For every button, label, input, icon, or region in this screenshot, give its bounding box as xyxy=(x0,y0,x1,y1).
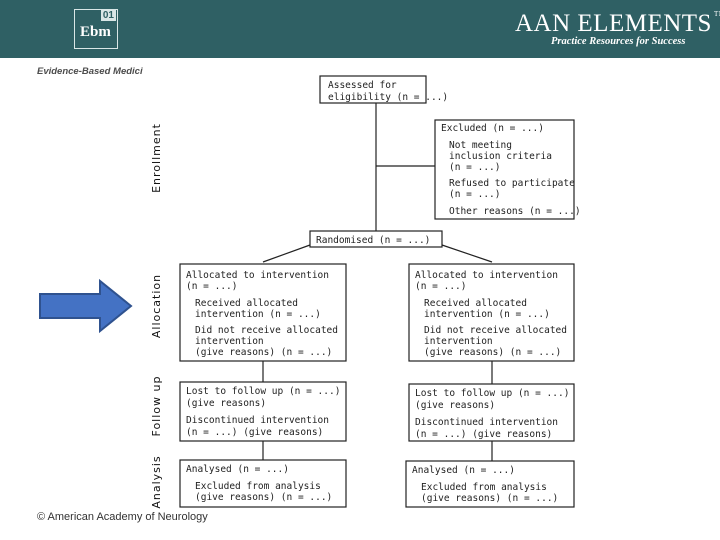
alloc-right-line: Received allocated xyxy=(424,298,527,309)
followup-right-box xyxy=(408,383,575,442)
aan-tagline: Practice Resources for Success xyxy=(551,36,686,47)
alloc-left-line: Did not receive allocated xyxy=(195,325,338,336)
aan-trademark: TM xyxy=(713,10,720,18)
assessed-line: Assessed for xyxy=(328,80,397,91)
ebm-logo: 01 Ebm xyxy=(74,9,118,49)
alloc-left-line: (give reasons) (n = ...) xyxy=(195,347,332,358)
follow-right-line: (n = ...) (give reasons) xyxy=(415,429,552,440)
analysis-right-line: (give reasons) (n = ...) xyxy=(421,493,558,504)
right-arrow-icon xyxy=(39,278,133,334)
alloc-right-line: Allocated to intervention xyxy=(415,270,558,281)
assessed-line: eligibility (n = ...) xyxy=(328,92,448,103)
stage-label-allocation: Allocation xyxy=(150,274,163,338)
analysis-left-line: (give reasons) (n = ...) xyxy=(195,492,332,503)
allocated-left-box xyxy=(179,263,347,362)
excluded-line: Refused to participate xyxy=(449,178,575,189)
aan-title-text: AAN ELEMENTS xyxy=(515,10,712,37)
analysis-left-box xyxy=(179,459,347,508)
connectors xyxy=(262,103,493,461)
excluded-line: (n = ...) xyxy=(449,189,500,200)
randomised-box xyxy=(309,230,443,248)
follow-right-line: Discontinued intervention xyxy=(415,417,558,428)
follow-left-line: (give reasons) xyxy=(186,398,266,409)
analysis-right-line: Excluded from analysis xyxy=(421,482,547,493)
excluded-line: (n = ...) xyxy=(449,162,500,173)
followup-left-box xyxy=(179,381,347,442)
analysis-right-box xyxy=(405,460,575,508)
connector-randomised-right xyxy=(441,244,493,263)
alloc-left-line: Received allocated xyxy=(195,298,298,309)
follow-left-line: Lost to follow up (n = ...) xyxy=(186,386,340,397)
follow-right-line: (give reasons) xyxy=(415,400,495,411)
connector-randomised-left xyxy=(262,244,311,263)
excluded-line: Other reasons (n = ...) xyxy=(449,206,581,217)
excluded-line: inclusion criteria xyxy=(449,151,552,162)
analysis-left-line: Excluded from analysis xyxy=(195,481,321,492)
excluded-line: Excluded (n = ...) xyxy=(441,123,544,134)
alloc-left-line: intervention (n = ...) xyxy=(195,309,321,320)
excluded-box xyxy=(434,119,575,220)
aan-title: AAN ELEMENTSTM xyxy=(515,10,720,38)
analysis-left-line: Analysed (n = ...) xyxy=(186,464,289,475)
follow-left-line: (n = ...) (give reasons) xyxy=(186,427,323,438)
stage-label-enrollment: Enrollment xyxy=(150,123,163,193)
ebm-badge: 01 xyxy=(100,10,116,21)
header-banner: 01 Ebm AAN ELEMENTSTM Practice Resources… xyxy=(0,0,720,58)
analysis-right-line: Analysed (n = ...) xyxy=(412,465,515,476)
alloc-right-line: (give reasons) (n = ...) xyxy=(424,347,561,358)
alloc-right-line: Did not receive allocated xyxy=(424,325,567,336)
excluded-line: Not meeting xyxy=(449,140,512,151)
alloc-right-line: intervention xyxy=(424,336,493,347)
copyright-notice: © American Academy of Neurology xyxy=(37,511,208,523)
ebm-logo-text: Ebm xyxy=(80,24,111,40)
alloc-left-line: (n = ...) xyxy=(186,281,237,292)
follow-left-line: Discontinued intervention xyxy=(186,415,329,426)
follow-right-line: Lost to follow up (n = ...) xyxy=(415,388,569,399)
alloc-right-line: intervention (n = ...) xyxy=(424,309,550,320)
alloc-right-line: (n = ...) xyxy=(415,281,466,292)
stage-label-followup: Follow up xyxy=(150,376,163,437)
randomised-label: Randomised (n = ...) xyxy=(316,235,430,246)
alloc-left-line: intervention xyxy=(195,336,264,347)
alloc-left-line: Allocated to intervention xyxy=(186,270,329,281)
allocated-right-box xyxy=(408,263,575,362)
assessed-box xyxy=(319,75,427,104)
stage-label-analysis: Analysis xyxy=(150,455,163,508)
ebm-caption: Evidence-Based Medici xyxy=(37,66,143,77)
